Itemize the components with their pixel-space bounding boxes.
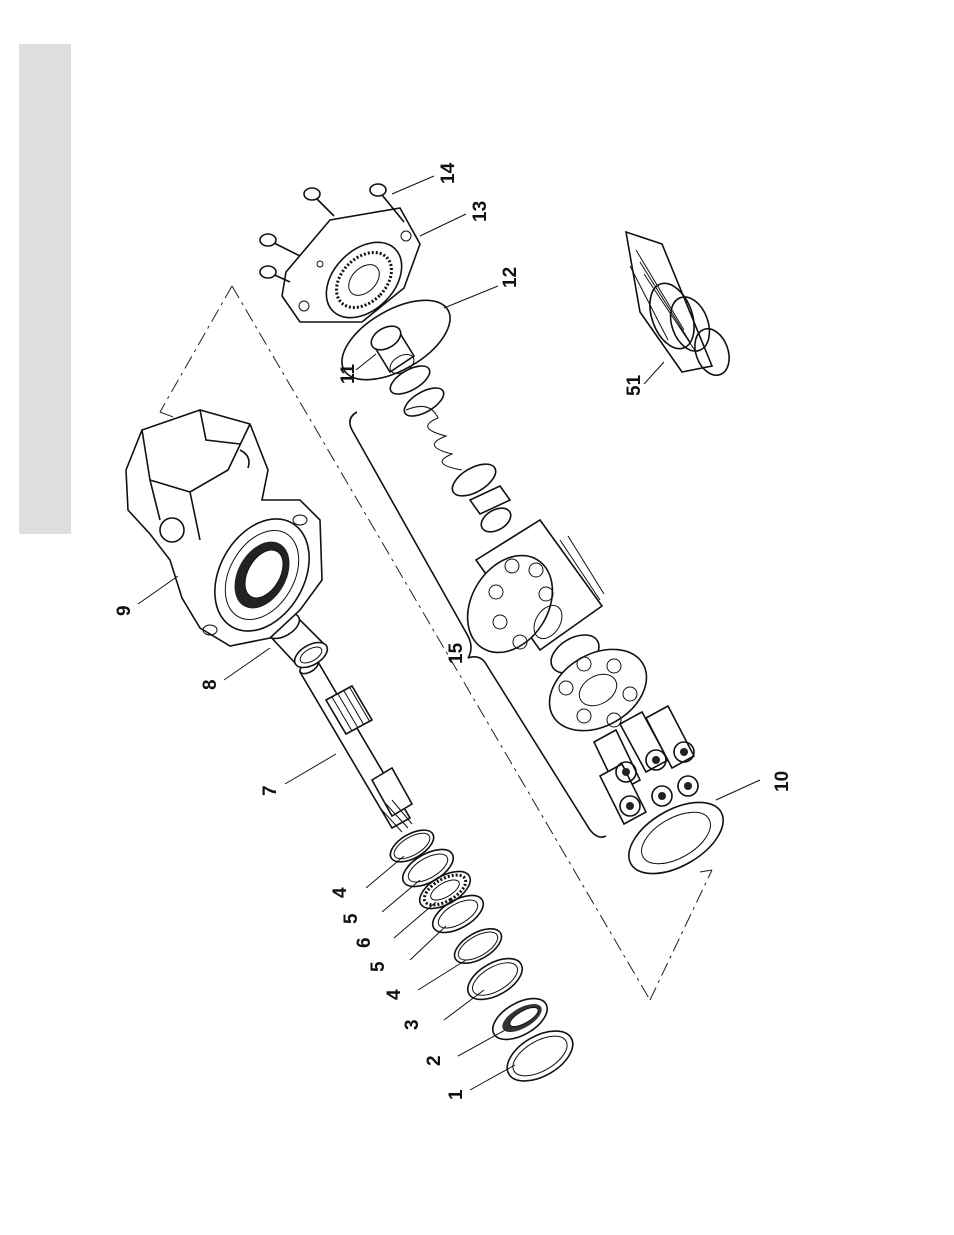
callout-51: 51 [624, 374, 645, 396]
callout-11: 11 [338, 363, 359, 384]
part-drive-shaft [298, 658, 412, 832]
callout-1: 1 [446, 1089, 467, 1100]
callout-14: 14 [438, 162, 459, 184]
part-seal-kit [626, 232, 735, 380]
callout-13: 13 [470, 201, 491, 222]
part-housing [126, 410, 328, 648]
callout-10: 10 [772, 771, 793, 792]
callout-4a: 4 [330, 887, 351, 898]
callout-7: 7 [260, 785, 281, 796]
callout-6: 6 [354, 937, 375, 948]
callout-15: 15 [446, 642, 467, 664]
callout-3: 3 [402, 1019, 423, 1030]
callout-2: 2 [424, 1055, 445, 1066]
callout-5a: 5 [341, 913, 362, 924]
callout-5b: 5 [368, 961, 389, 972]
part-spring-assembly [386, 360, 515, 536]
part-shaft-seal [486, 990, 554, 1048]
part-end-cap [282, 208, 420, 332]
callout-4b: 4 [384, 989, 405, 1000]
callout-12: 12 [500, 267, 521, 288]
callout-8: 8 [200, 679, 221, 690]
callout-9: 9 [114, 605, 135, 616]
